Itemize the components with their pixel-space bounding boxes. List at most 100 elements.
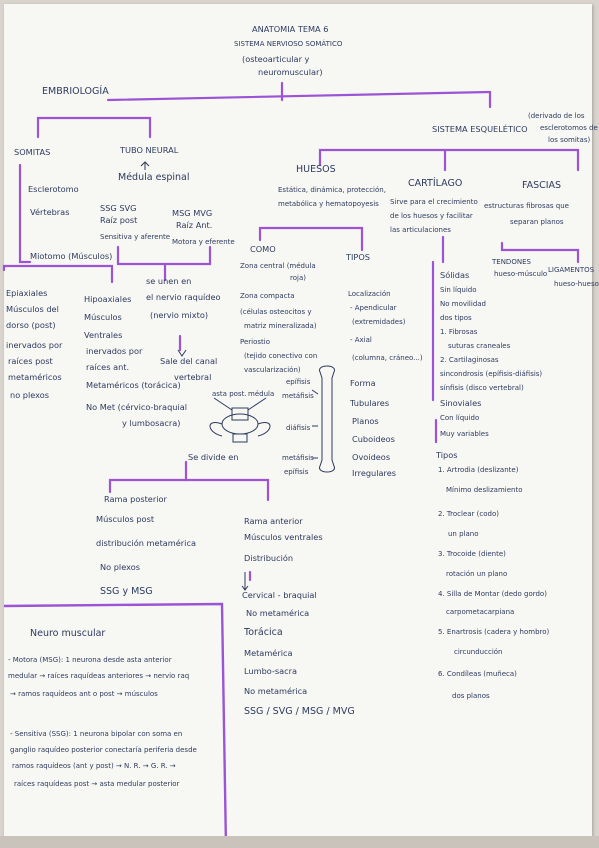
tipos-item: Cuboideos [352,434,395,444]
ssg-line: Sensitiva y aferente [100,233,171,241]
rama-anterior-line: No metamérica [246,608,310,618]
fascias-desc: estructuras fibrosas que [484,202,569,210]
ssg-line: SSG SVG [100,203,137,213]
sensitiva-line: ganglio raquídeo posterior conectaría pe… [10,746,197,754]
msg-line: Raíz Ant. [176,220,213,230]
sinoviales-line: Con líquido [440,414,480,422]
solidas-line: sincondrosis (epífisis-diáfisis) [440,370,543,378]
union-line: se unen en [146,276,192,286]
tipo-articulacion-line: Tipos [436,450,458,460]
rama-posterior-line: Músculos post [96,514,155,524]
sale-line: Sale del canal [160,356,218,366]
bone-label: epífisis [284,468,309,476]
como-header: COMO [250,244,276,254]
rama-anterior-line: Lumbo-sacra [244,666,298,676]
ligamentos-label: LIGAMENTOS [548,266,595,274]
tipos-item: (columna, cráneo...) [352,354,423,362]
rama-anterior-line: Rama anterior [244,516,303,526]
cartilago-header: CARTÍLAGO [408,178,463,189]
solidas-line: dos tipos [440,314,472,322]
sensitiva-line: raíces raquídeas post → asta medular pos… [14,780,180,788]
rama-anterior-line: No metamérica [244,686,308,696]
table-surface [0,836,599,848]
como-item: (tejido conectivo con [244,352,318,360]
tipos-header: TIPOS [346,252,370,262]
tipo-articulacion-line: rotación un plano [446,570,508,578]
sinoviales-line: Sinoviales [440,398,482,408]
epiaxiales-line: metaméricos [8,372,62,382]
como-item: roja) [290,274,306,282]
solidas-line: No movilidad [440,300,486,308]
tubo-neural-header: TUBO NEURAL [120,145,179,155]
epiaxiales-line: inervados por [6,340,63,350]
hipoaxiales-line: Músculos [84,312,122,322]
somitas-item-1: Vértebras [30,207,70,217]
cartilago-desc: de los huesos y facilitar [390,212,473,220]
motora-line: medular → raíces raquídeas anteriores → … [8,672,190,680]
hipoaxiales-line: Ventrales [84,330,123,340]
vertebra-label: asta post. [212,390,247,398]
ligamentos-desc: hueso-hueso [554,280,599,288]
tipos-item: Planos [352,416,379,426]
hipoaxiales-line: raíces ant. [86,362,130,372]
tipo-articulacion-line: un plano [448,530,479,538]
somitas-item-2: Miotomo (Músculos) [30,251,113,261]
title-line-1: ANATOMIA TEMA 6 [252,24,329,34]
bone-label: metáfisis [282,392,314,400]
tipo-articulacion-line: Mínimo deslizamiento [446,486,523,494]
sale-line: vertebral [174,372,212,382]
huesos-desc: metabólica y hematopoyesis [278,200,379,208]
tipos-item: - Apendicular [350,304,397,312]
hipoaxiales-line: No Met (cérvico-braquial [86,402,188,412]
solidas-line: suturas craneales [448,342,511,350]
bone-label: metáfisis [282,454,314,462]
rama-posterior-line: Rama posterior [104,494,167,504]
solidas-line: Sólidas [440,270,470,280]
rama-anterior-line: Cervical - braquial [242,590,317,600]
tipo-articulacion-line: 5. Enartrosis (cadera y hombro) [438,628,550,636]
como-item: (células osteocitos y [240,308,312,316]
tipo-articulacion-line: circunducción [454,648,503,656]
hipoaxiales-line: inervados por [86,346,143,356]
huesos-desc: Estática, dinámica, protección, [278,186,386,194]
tipos-item: Localización [348,290,391,298]
medula-label: Médula espinal [118,172,190,183]
como-item: Zona compacta [240,292,295,300]
fascias-header: FASCIAS [522,180,562,191]
cartilago-desc: Sirve para el crecimiento [390,198,478,206]
tipos-item: Tubulares [350,398,390,408]
tipo-articulacion-line: carpometacarpiana [446,608,515,616]
tipo-articulacion-line: 1. Artrodia (deslizante) [438,466,519,474]
bone-label: diáfisis [286,424,311,432]
como-item: Periostio [240,338,271,346]
tipo-articulacion-line: 3. Trocoide (diente) [438,550,506,558]
como-item: vascularización) [244,366,301,374]
title-line-2: SISTEMA NERVIOSO SOMÁTICO [234,40,343,48]
rama-anterior-line: Metamérica [244,648,293,658]
tipos-item: (extremidades) [352,318,406,326]
tipo-articulacion-line: 2. Troclear (codo) [438,510,499,518]
solidas-line: 1. Fibrosas [440,328,478,336]
tipos-item: Ovoideos [352,452,391,462]
somitas-header: SOMITAS [14,147,51,157]
rama-posterior-line: distribución metamérica [96,538,196,548]
hipoaxiales-line: Metaméricos (torácica) [86,380,181,390]
como-item: Zona central (médula [240,262,316,270]
paper-sheet [4,4,592,836]
cartilago-desc: las articulaciones [390,226,451,234]
epiaxiales-line: dorso (post) [6,320,56,330]
tipos-item: Irregulares [352,468,397,478]
rama-anterior-line: SSG / SVG / MSG / MVG [244,706,355,717]
sensitiva-line: ramos raquídeos (ant y post) → N. R. → G… [12,762,176,770]
huesos-header: HUESOS [296,164,336,175]
neuromuscular-header: Neuro muscular [30,628,106,639]
tipo-articulacion-line: 6. Condíleas (muñeca) [438,670,517,678]
epiaxiales-line: Músculos del [6,304,59,314]
somitas-item-0: Esclerotomo [28,184,79,194]
solidas-line: Sin líquido [440,286,477,294]
rama-anterior-line: Distribución [244,553,294,563]
tipo-articulacion-line: dos planos [452,692,490,700]
tendones-desc: hueso-músculo [494,270,548,278]
esqueletico-note: esclerotomos de [540,124,598,132]
esqueletico-note: los somitas) [548,136,591,144]
